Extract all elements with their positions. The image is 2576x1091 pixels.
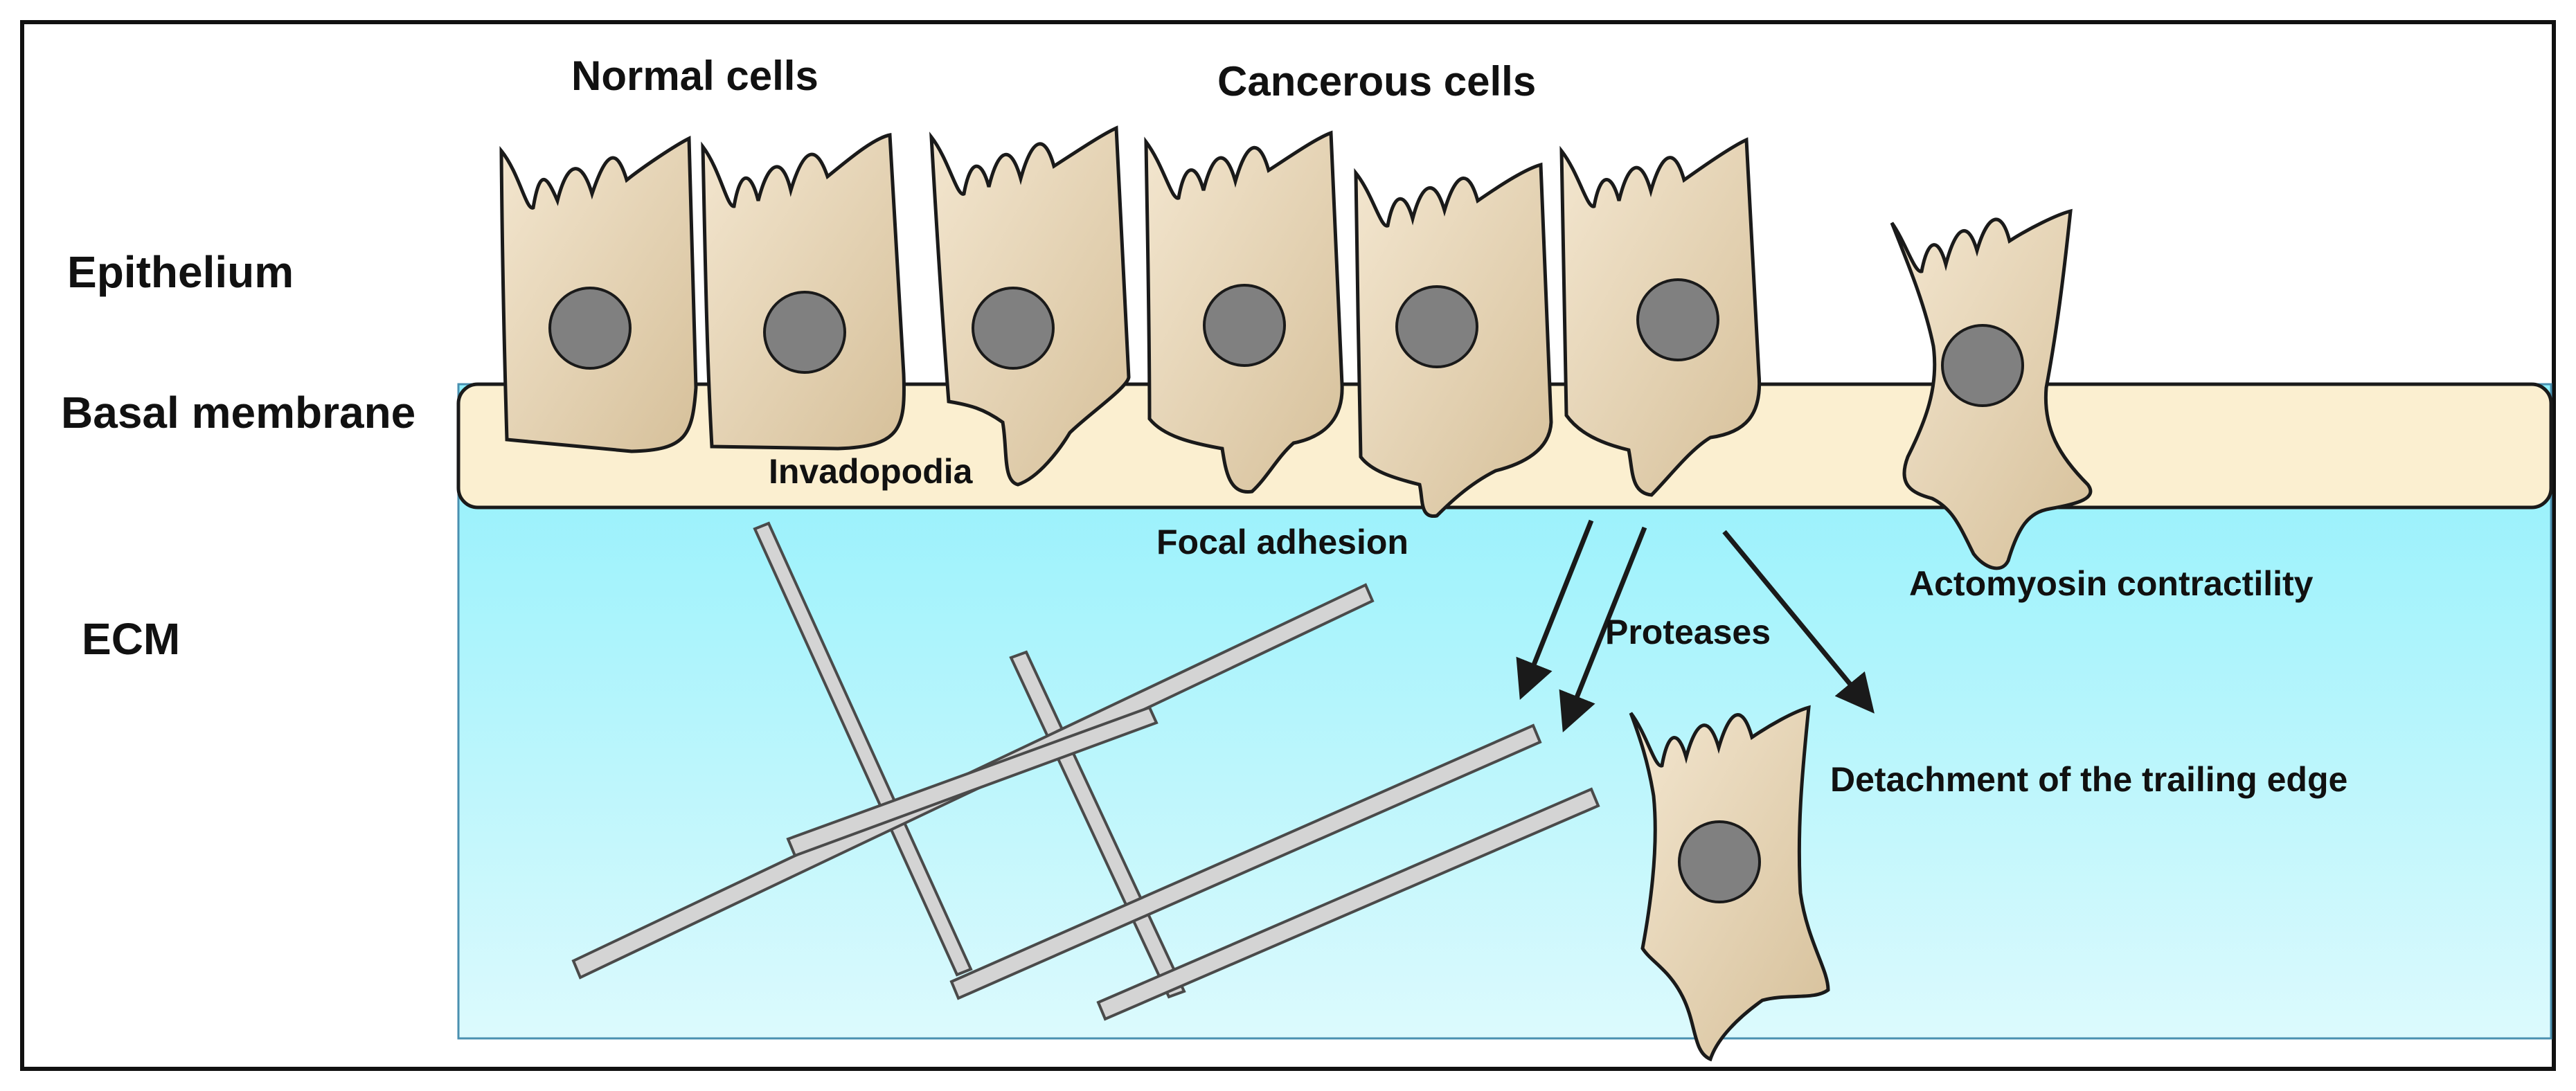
ecm-label: ECM (82, 614, 180, 664)
normal-cells (499, 132, 906, 453)
invadopodia-label: Invadopodia (769, 452, 974, 491)
ecm-fiber (949, 723, 1542, 1000)
nucleus (1395, 285, 1478, 368)
nucleus (548, 287, 632, 370)
protease-arrow (1559, 526, 1647, 733)
protease-arrow (1516, 519, 1594, 701)
protease-arrows (1516, 519, 1875, 733)
ecm-fibers (571, 521, 1600, 1021)
nucleus (1941, 324, 2024, 407)
detachment-label: Detachment of the trailing edge (1830, 760, 2347, 799)
focal-adhesion-label: Focal adhesion (1156, 523, 1408, 561)
proteases-label: Proteases (1605, 613, 1771, 651)
ecm-fiber (1096, 787, 1600, 1021)
basal-membrane-label: Basal membrane (61, 388, 415, 438)
ecm-fiber (786, 705, 1159, 858)
protease-arrow (1722, 530, 1875, 714)
nucleus (1636, 278, 1719, 361)
nucleus (1203, 284, 1286, 367)
normal-cells-label: Normal cells (571, 53, 819, 99)
nucleus (972, 287, 1055, 370)
epithelium-label: Epithelium (67, 247, 294, 297)
nucleus (763, 291, 846, 374)
cancerous-cells-label: Cancerous cells (1217, 58, 1536, 105)
actomyosin-label: Actomyosin contractility (1909, 564, 2314, 603)
nucleus (1678, 820, 1761, 903)
cancerous-cells (929, 125, 1762, 518)
